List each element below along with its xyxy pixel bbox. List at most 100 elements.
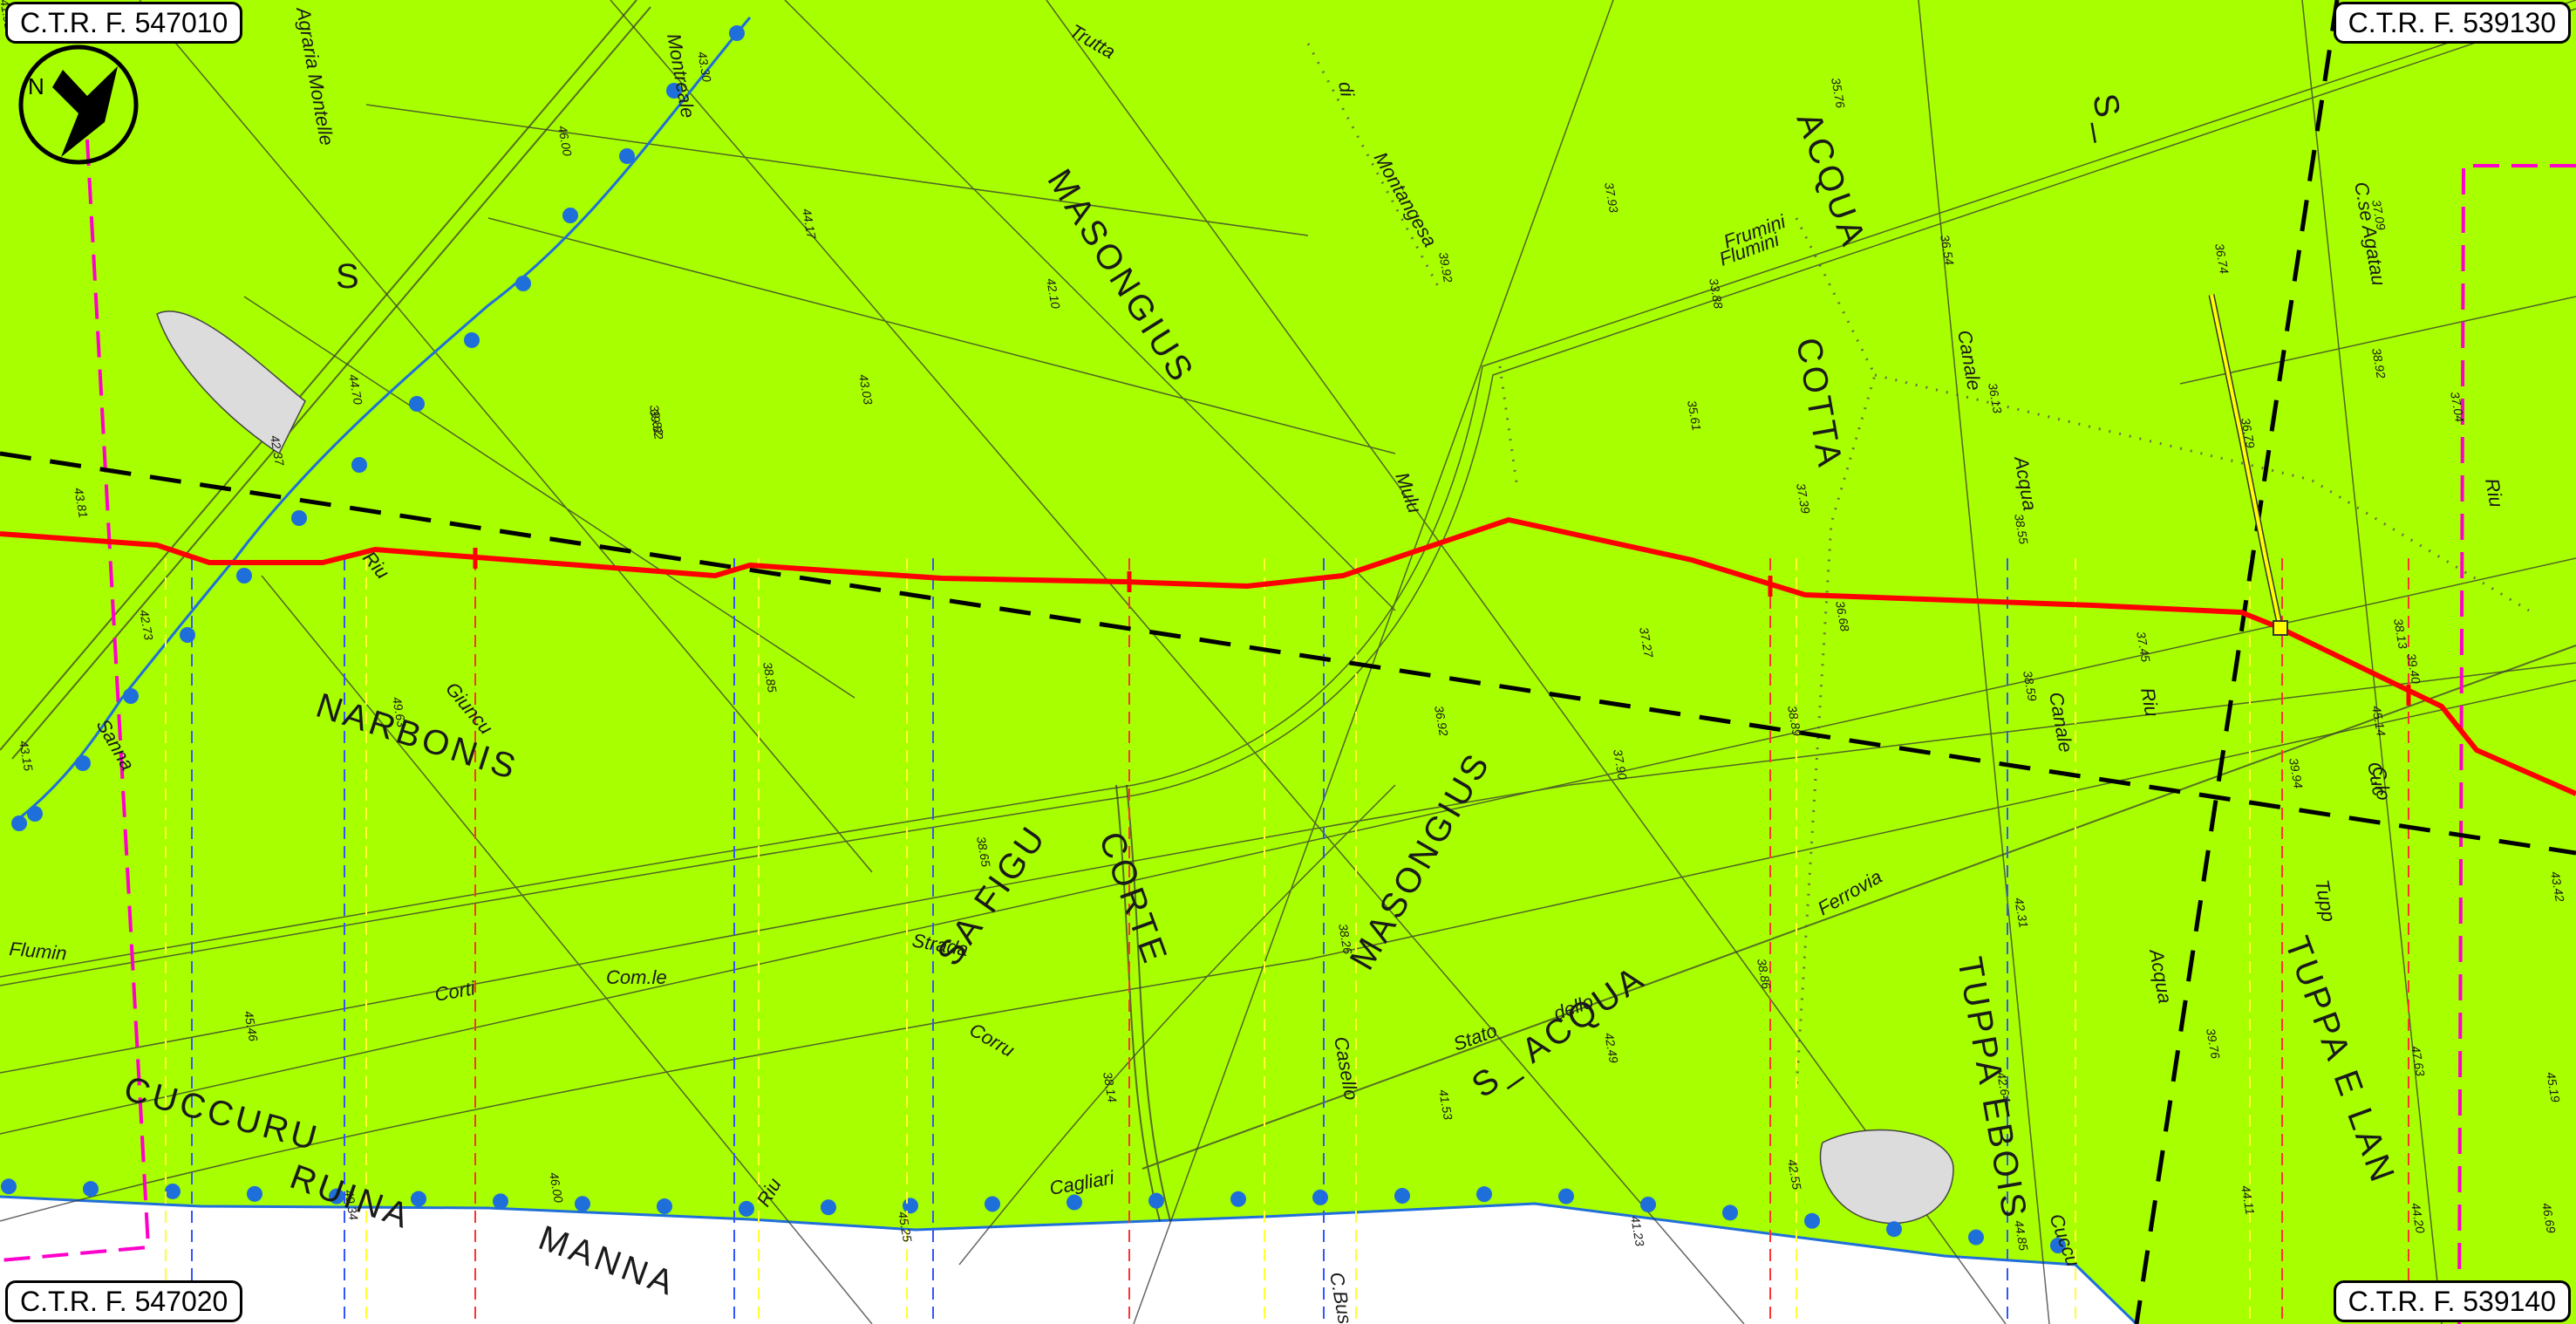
- coast-dot-25: [2050, 1238, 2066, 1253]
- elevation-3: 44.70: [346, 373, 365, 406]
- coastline: [0, 1195, 2138, 1324]
- coast-dot-21: [1722, 1205, 1738, 1221]
- road-label-23: Riu: [2481, 477, 2507, 509]
- elevation-18: 35.61: [1685, 399, 1704, 432]
- elevation-7: 44.17: [800, 208, 819, 241]
- municipal-boundary: [0, 139, 2576, 1324]
- north-arrow-letter: N: [28, 73, 44, 99]
- elevation-46: 42.31: [2012, 897, 2031, 929]
- sheet-label-bottom-left: C.T.R. F. 547020: [5, 1280, 243, 1322]
- sheet-label-bottom-right: C.T.R. F. 539140: [2333, 1280, 2571, 1322]
- stream-dot-12: [75, 755, 91, 771]
- coast-dot-16: [1312, 1189, 1328, 1205]
- elevation-6: 39.82: [647, 408, 666, 440]
- route-ticks: [473, 548, 2411, 706]
- coast-dot-23: [1886, 1221, 1902, 1238]
- yellow-junction: [2273, 620, 2288, 636]
- coast-dot-4: [329, 1188, 344, 1205]
- elevation-49: 42.49: [1602, 1032, 1621, 1064]
- elevation-30: 38.13: [2391, 618, 2410, 650]
- road-label-2: di: [1334, 80, 1359, 99]
- north-arrow: N: [18, 44, 139, 165]
- elevation-17: 36.13: [1986, 382, 2005, 414]
- stream-dot-9: [236, 568, 252, 584]
- elevation-11: 43.30: [695, 51, 714, 83]
- coast-dot-14: [1148, 1192, 1164, 1209]
- place-name-2: S_: [2085, 91, 2131, 147]
- elevation-36: 47.63: [2409, 1045, 2428, 1077]
- elevation-42: 36.92: [1432, 705, 1451, 737]
- coast-dot-10: [821, 1199, 836, 1216]
- elevation-20: 36.68: [1833, 600, 1852, 632]
- coast-dot-24: [1968, 1229, 1984, 1246]
- stream-dot-2: [619, 148, 635, 164]
- north-arrow-circle: [18, 44, 139, 165]
- elevation-13: 37.93: [1602, 181, 1621, 214]
- elevation-23: 38.59: [2021, 670, 2040, 702]
- stream-dot-5: [464, 332, 480, 348]
- elevation-22: 38.55: [2012, 513, 2031, 545]
- north-arrow-icon: [52, 66, 118, 157]
- coast-dot-8: [657, 1198, 672, 1215]
- stream-dot-6: [409, 396, 425, 412]
- coast-dot-0: [1, 1178, 17, 1195]
- elevation-43: 37.90: [1611, 748, 1630, 781]
- elevation-47: 42.55: [1785, 1158, 1804, 1191]
- road-label-27: Flumin: [9, 938, 68, 965]
- elevation-15: 36.54: [1938, 234, 1957, 266]
- elevation-28: 38.92: [2369, 347, 2389, 379]
- elevation-50: 41.53: [1436, 1089, 1455, 1121]
- road-label-30: Riu: [2136, 686, 2163, 719]
- coast-markers: [1, 1178, 2066, 1253]
- elevation-8: 43.03: [856, 373, 876, 406]
- elevation-26: 36.79: [2239, 417, 2258, 449]
- place-name-0: S: [336, 257, 363, 296]
- elevation-41: 38.65: [974, 836, 993, 868]
- elevation-54: 39.76: [2204, 1027, 2223, 1060]
- sheet-label-top-left: C.T.R. F. 547010: [5, 2, 243, 44]
- coast-dot-3: [247, 1185, 262, 1202]
- coast-dot-20: [1640, 1197, 1656, 1212]
- elevation-37: 44.20: [2409, 1202, 2428, 1234]
- elevation-55: 44.11: [2239, 1184, 2258, 1216]
- coast-dot-18: [1476, 1186, 1492, 1203]
- elevation-0: 43.81: [72, 487, 91, 519]
- elevation-58: 40.34: [342, 1189, 361, 1221]
- elevation-12: 35.76: [1829, 77, 1848, 109]
- elevation-27: 37.09: [2369, 199, 2389, 231]
- elevation-35: 45.19: [2544, 1071, 2563, 1103]
- coast-dot-6: [493, 1193, 508, 1210]
- stream-dot-8: [291, 510, 307, 526]
- coast-dot-12: [985, 1196, 1000, 1212]
- elevation-16: 33.88: [1707, 277, 1726, 310]
- coast-dot-15: [1230, 1191, 1246, 1207]
- elevation-53: 41.23: [1628, 1215, 1647, 1247]
- coast-dot-9: [739, 1200, 754, 1217]
- stream-canale: [17, 17, 752, 822]
- elevation-5: 46.00: [555, 125, 575, 157]
- elevation-1: 42.73: [137, 609, 156, 641]
- dotted-paths: [1306, 43, 2530, 1091]
- elevation-57: 45.46: [242, 1010, 261, 1042]
- coast-dot-22: [1804, 1212, 1820, 1229]
- elevation-60: 44.85: [2012, 1219, 2031, 1252]
- elevation-32: 39.94: [2286, 757, 2306, 789]
- elevation-51: 38.26: [1336, 923, 1355, 955]
- elevation-39: 49.63: [390, 696, 409, 728]
- stream-dot-0: [729, 25, 745, 41]
- route-line[interactable]: [0, 517, 2576, 796]
- coast-dot-17: [1394, 1188, 1410, 1205]
- stream-dot-14: [11, 816, 27, 831]
- elevation-21: 37.27: [1637, 626, 1656, 659]
- sheet-label-top-right: C.T.R. F. 539130: [2333, 2, 2571, 44]
- elevation-33: 45.14: [2369, 705, 2389, 737]
- stream-dot-13: [27, 806, 43, 822]
- stream-dot-10: [180, 627, 195, 643]
- stream-dot-7: [351, 457, 367, 473]
- coast-dot-7: [575, 1196, 590, 1212]
- yellow-branch-core: [2210, 294, 2282, 629]
